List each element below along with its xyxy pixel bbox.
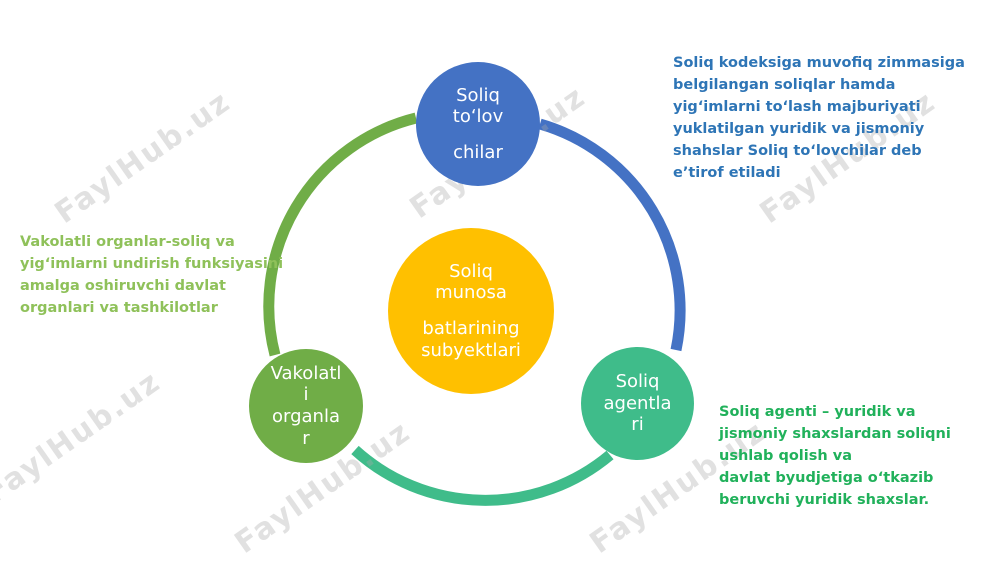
node-text: agentla — [603, 392, 672, 414]
description-line: jismoniy shaxslardan soliqni — [719, 426, 951, 442]
ring-arc-teal — [351, 445, 614, 506]
description-line: organlari va tashkilotlar — [20, 300, 218, 316]
description-line: e’tirof etiladi — [673, 165, 781, 181]
node-tax-relation-subjects: Soliq munosa batlarining subyektlari — [388, 228, 554, 394]
authorized-bodies-description: Vakolatli organlar-soliq va yig‘imlarni … — [20, 231, 284, 319]
ring-arc-blue — [538, 118, 686, 352]
description-line: shahslar Soliq to‘lovchilar deb — [673, 143, 922, 159]
node-tax-payers: Soliq to‘lov chilar — [416, 62, 540, 186]
ring-arc-green — [263, 112, 418, 357]
node-text: to‘lov — [452, 106, 504, 128]
node-text: subyektlari — [421, 339, 521, 361]
description-line: yuklatilgan yuridik va jismoniy — [673, 121, 925, 137]
node-text: Soliq — [449, 260, 493, 282]
description-line: belgilangan soliqlar hamda — [673, 77, 896, 93]
node-text: Vakolatl — [270, 362, 342, 384]
node-text: r — [302, 427, 310, 449]
tax-agents-description: Soliq agenti – yuridik va jismoniy shaxs… — [719, 401, 951, 511]
node-text: ri — [631, 414, 644, 436]
description-line: amalga oshiruvchi davlat — [20, 278, 226, 294]
description-line: Soliq kodeksiga muvofiq zimmasiga — [673, 55, 965, 71]
description-line: beruvchi yuridik shaxslar. — [719, 492, 930, 508]
description-line: davlat byudjetiga o‘tkazib — [719, 470, 934, 486]
tax-payers-description: Soliq kodeksiga muvofiq zimmasiga belgil… — [673, 52, 965, 184]
description-line: Soliq agenti – yuridik va — [719, 404, 916, 420]
node-tax-agents: Soliq agentla ri — [581, 347, 694, 460]
node-text: organla — [272, 406, 340, 427]
description-line: yig‘imlarni undirish funksiyasini — [20, 256, 284, 272]
node-text: chilar — [453, 141, 503, 163]
node-authorized-bodies: Vakolatl i organla r — [249, 349, 363, 463]
node-text: batlarining — [422, 318, 520, 339]
node-text: Soliq — [615, 371, 660, 393]
description-line: ushlab qolish va — [719, 448, 852, 464]
node-text: Soliq — [456, 84, 500, 106]
node-text: munosa — [435, 282, 507, 304]
description-line: yig‘imlarni to‘lash majburiyati — [673, 99, 921, 115]
node-text: i — [303, 384, 309, 406]
description-line: Vakolatli organlar-soliq va — [20, 234, 235, 250]
